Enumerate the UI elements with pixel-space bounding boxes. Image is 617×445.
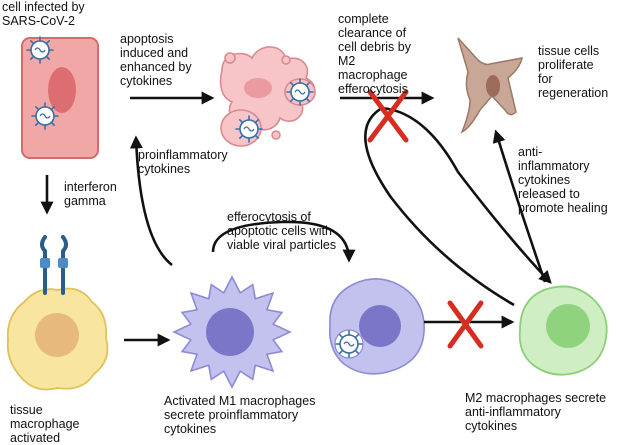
tissue-cell [457, 37, 523, 134]
label-line: secrete proinflammatory [164, 408, 299, 422]
label-line: SARS-CoV-2 [2, 14, 75, 28]
arrow-m1-to-apoptosis [129, 135, 173, 267]
label-line: cell infected by [2, 0, 85, 14]
label-line: for [538, 72, 553, 86]
label-line: cytokines [138, 162, 190, 176]
m1-macrophage-cell [172, 275, 292, 389]
infected-cell [21, 36, 99, 159]
label-line: complete [338, 12, 389, 26]
label-line: inflammatory [518, 159, 590, 173]
label-line: anti- [518, 145, 542, 159]
label-line: activated [10, 431, 60, 445]
label-line: promote healing [518, 201, 608, 215]
label-line: M2 macrophages secrete [465, 391, 606, 405]
label-line: cell debris by [338, 40, 412, 54]
label-line: interferon [64, 180, 117, 194]
arrow-efferocytosis-viral [211, 220, 356, 263]
label-line: efferocytosis of [227, 210, 311, 224]
label-line: efferocytosis [338, 82, 408, 96]
label-line: tissue cells [538, 44, 599, 58]
label-line: cytokines [164, 422, 216, 436]
tissue-macrophage-cell [6, 287, 109, 391]
blocked-m2-transition-x-icon [447, 300, 484, 349]
label-line: Activated M1 macrophages [164, 394, 315, 408]
label-line: cytokines [465, 419, 517, 433]
label-line: cytokines [120, 74, 172, 88]
virus-particle-icon [286, 78, 314, 106]
m1-macrophage-engulfing-cell [328, 278, 425, 375]
label-line: apoptosis [120, 32, 174, 46]
virus-particle-icon [335, 330, 363, 358]
label-line: enhanced by [120, 60, 192, 74]
virus-particle-icon [235, 115, 263, 143]
label-line: released to [518, 187, 580, 201]
label-line: proliferate [538, 58, 594, 72]
label-line: clearance of [338, 26, 407, 40]
label-line: M2 [338, 54, 355, 68]
label-line: macrophage [10, 417, 80, 431]
virus-particle-icon [26, 36, 54, 64]
blocked-clearance-x-icon [367, 89, 409, 143]
label-line: macrophage [338, 68, 408, 82]
label-line: tissue [10, 403, 43, 417]
label-line: anti-inflammatory [465, 405, 562, 419]
m2-macrophage-cell [518, 285, 608, 376]
label-line: viable viral particles [227, 238, 336, 252]
label-line: apoptotic cells with [227, 224, 332, 238]
label-line: regeneration [538, 86, 608, 100]
label-line: proinflammatory [138, 148, 228, 162]
label-line: gamma [64, 194, 106, 208]
interferon-receptor-icon [40, 235, 68, 295]
label-line: induced and [120, 46, 188, 60]
arrow-m2-to-tissue [492, 129, 547, 283]
virus-particle-icon [31, 102, 59, 130]
label-line: cytokines [518, 173, 570, 187]
